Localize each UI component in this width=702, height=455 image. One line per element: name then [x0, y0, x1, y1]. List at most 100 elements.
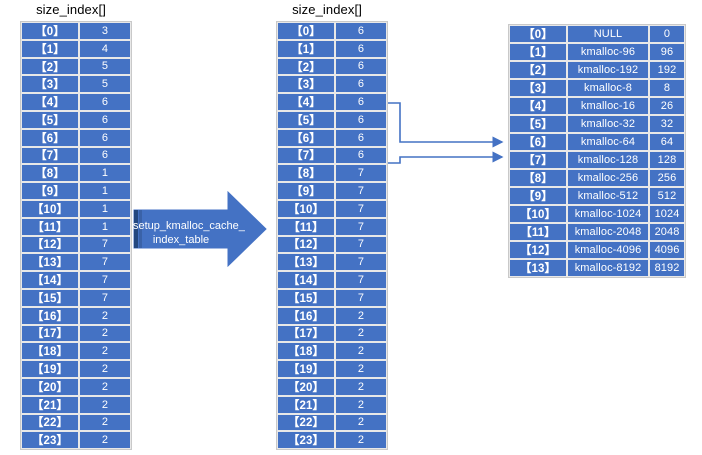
table-row: 【6】6	[21, 128, 131, 147]
table-row: 【4】6	[21, 93, 131, 111]
table-row: 【1】6	[277, 39, 387, 58]
table-row: 【21】2	[277, 395, 387, 414]
cache-index-cell: 【0】	[509, 25, 567, 43]
middle_table-value-cell: 6	[335, 57, 387, 76]
cache-size-cell: 4096	[649, 241, 685, 259]
cache-index-cell: 【2】	[509, 61, 567, 79]
cache-size-cell: 32	[649, 115, 685, 133]
cache-index-cell: 【7】	[509, 151, 567, 169]
middle_table-value-cell: 6	[335, 39, 387, 58]
left_table-value-cell: 2	[79, 360, 131, 378]
middle_table-index-cell: 【21】	[277, 395, 335, 414]
table-row: 【14】7	[277, 271, 387, 289]
middle_table-index-cell: 【9】	[277, 182, 335, 200]
middle_table-value-cell: 6	[335, 146, 387, 165]
cache-name-cell: kmalloc-8192	[567, 259, 649, 277]
table-row: 【15】7	[21, 288, 131, 307]
middle_table-index-cell: 【10】	[277, 199, 335, 218]
left_table-value-cell: 2	[79, 431, 131, 450]
table-row: 【7】6	[21, 146, 131, 165]
table-row: 【13】7	[21, 253, 131, 272]
left_table-value-cell: 6	[79, 128, 131, 147]
middle_table-index-cell: 【20】	[277, 377, 335, 396]
middle_table-value-cell: 7	[335, 164, 387, 183]
table-row: 【19】2	[21, 360, 131, 378]
table-row: 【17】2	[277, 324, 387, 343]
left_table-index-cell: 【12】	[21, 235, 79, 254]
middle_table-value-cell: 2	[335, 342, 387, 361]
middle_table-value-cell: 7	[335, 199, 387, 218]
table-row: 【23】2	[21, 431, 131, 450]
table-row: 【5】6	[277, 110, 387, 129]
left_table-index-cell: 【10】	[21, 199, 79, 218]
table-row: 【16】2	[21, 306, 131, 325]
middle_table-value-cell: 6	[335, 75, 387, 94]
middle_table-index-cell: 【19】	[277, 360, 335, 378]
left_table-value-cell: 7	[79, 235, 131, 254]
cache-index-cell: 【6】	[509, 133, 567, 151]
middle_table-index-cell: 【4】	[277, 93, 335, 111]
middle_table-index-cell: 【12】	[277, 235, 335, 254]
left_table-value-cell: 1	[79, 199, 131, 218]
left_table-value-cell: 7	[79, 253, 131, 272]
left_table-value-cell: 1	[79, 217, 131, 236]
table-row: 【12】7	[21, 235, 131, 254]
cache-name-cell: kmalloc-128	[567, 151, 649, 169]
middle_table-value-cell: 7	[335, 235, 387, 254]
table-row: 【2】6	[277, 57, 387, 76]
cache-size-cell: 8	[649, 79, 685, 97]
middle_table-index-cell: 【11】	[277, 217, 335, 236]
middle_table-index-cell: 【5】	[277, 110, 335, 129]
cache-name-cell: kmalloc-256	[567, 169, 649, 187]
middle_table-index-cell: 【16】	[277, 306, 335, 325]
left_table-value-cell: 6	[79, 93, 131, 111]
middle_table-index-cell: 【15】	[277, 288, 335, 307]
middle_table-value-cell: 2	[335, 306, 387, 325]
left_table-index-cell: 【14】	[21, 271, 79, 289]
left_table-index-cell: 【8】	[21, 164, 79, 183]
size-index-table-before: 【0】3【1】4【2】5【3】5【4】6【5】6【6】6【7】6【8】1【9】1…	[20, 21, 132, 450]
table-row: 【10】1	[21, 199, 131, 218]
table-row: 【15】7	[277, 288, 387, 307]
connector-six-to-kmalloc64	[388, 102, 504, 148]
table-row: 【3】6	[277, 75, 387, 94]
middle_table-value-cell: 7	[335, 288, 387, 307]
cache-index-cell: 【10】	[509, 205, 567, 223]
table-row: 【2】5	[21, 57, 131, 76]
left_table-value-cell: 2	[79, 306, 131, 325]
middle_table-value-cell: 6	[335, 93, 387, 111]
table-row: 【0】3	[21, 22, 131, 40]
table-row: 【10】7	[277, 199, 387, 218]
middle_table-value-cell: 2	[335, 431, 387, 450]
cache-index-cell: 【9】	[509, 187, 567, 205]
table-row: 【11】1	[21, 217, 131, 236]
table-row: 【0】6	[277, 22, 387, 40]
cache-name-cell: kmalloc-4096	[567, 241, 649, 259]
middle_table-value-cell: 2	[335, 377, 387, 396]
left_table-value-cell: 2	[79, 395, 131, 414]
cache-size-cell: 64	[649, 133, 685, 151]
cache-size-cell: 0	[649, 25, 685, 43]
middle_table-value-cell: 6	[335, 22, 387, 40]
cache-size-cell: 256	[649, 169, 685, 187]
middle_table-value-cell: 6	[335, 128, 387, 147]
cache-index-cell: 【1】	[509, 43, 567, 61]
table-row: 【1】4	[21, 39, 131, 58]
cache-size-cell: 192	[649, 61, 685, 79]
middle-table-title: size_index[]	[292, 2, 362, 17]
table-row: 【9】1	[21, 182, 131, 200]
left_table-index-cell: 【11】	[21, 217, 79, 236]
table-row: 【14】7	[21, 271, 131, 289]
left_table-index-cell: 【1】	[21, 39, 79, 58]
cache-index-cell: 【13】	[509, 259, 567, 277]
left_table-index-cell: 【9】	[21, 182, 79, 200]
left_table-index-cell: 【20】	[21, 377, 79, 396]
middle_table-value-cell: 7	[335, 217, 387, 236]
